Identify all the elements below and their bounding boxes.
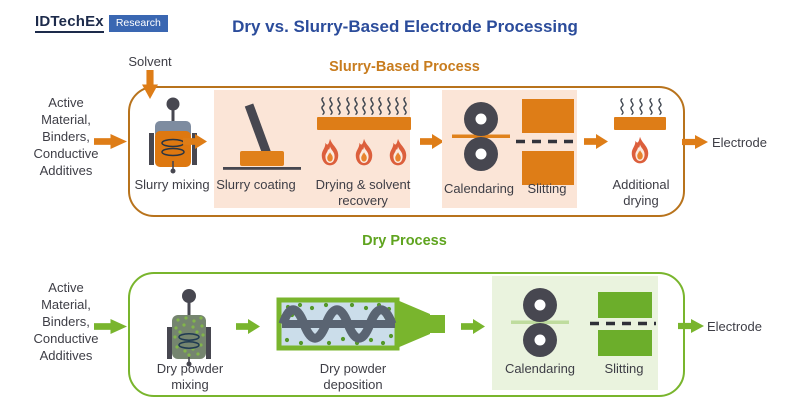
slurry-coating-label: Slurry coating [216,177,296,192]
calendaring-rollers-icon [511,288,569,357]
flow-arrow-icon [682,135,708,149]
brand-wordmark: IDTechEx [35,13,104,33]
flow-arrow-icon [420,134,444,149]
flow-arrow-icon [461,319,485,334]
slurry-process-box [128,86,685,217]
drying-solvent-recovery-label: Drying & solvent recovery [315,177,411,208]
additional-drying-label: Additional drying [612,177,670,208]
flow-arrow-icon [236,319,260,334]
dry-powder-mixer-icon [167,289,211,367]
dry-process-box [128,272,685,397]
dry-powder-mixing-label: Dry powder mixing [156,361,224,392]
calendaring-label: Calendaring [504,361,576,376]
page-title: Dry vs. Slurry-Based Electrode Processin… [232,17,578,36]
slitting-label: Slitting [527,181,567,196]
flow-arrow-icon [183,134,207,149]
flow-arrow-icon [94,319,127,334]
flow-arrow-icon [584,134,608,149]
research-badge: Research [108,14,168,32]
slurry-coating-icon [223,103,301,170]
heat-waves-icon [319,97,409,116]
flame-icon [321,138,339,166]
slitting-label: Slitting [604,361,644,376]
slitting-icon [516,99,578,185]
calendaring-label: Calendaring [443,181,515,196]
slurry-input-label: Active Material, Binders, Conductive Add… [33,95,99,178]
flame-icon [355,138,373,166]
flame-icon [389,138,407,166]
flow-arrow-icon [678,319,704,333]
idtechex-logo: IDTechEx Research [35,13,168,33]
solvent-arrow-down-icon [142,70,158,99]
heat-waves-icon [618,98,664,116]
dry-input-label: Active Material, Binders, Conductive Add… [33,280,99,363]
electrode-label: Electrode [712,135,767,150]
electrode-label: Electrode [707,319,762,334]
dry-process-header: Dry Process [362,233,447,249]
heater-bar-icon [317,117,411,130]
flames-row [319,138,409,167]
flow-arrow-icon [94,134,127,149]
calendaring-rollers-icon [452,102,510,171]
flame-icon [631,136,649,164]
slitting-icon [590,292,656,356]
dry-powder-deposition-label: Dry powder deposition [319,361,387,392]
slurry-mixing-label: Slurry mixing [134,177,210,192]
solvent-label: Solvent [128,54,172,69]
heater-bar-icon [614,117,666,130]
extruder-icon [276,297,445,351]
slurry-process-header: Slurry-Based Process [329,59,480,75]
